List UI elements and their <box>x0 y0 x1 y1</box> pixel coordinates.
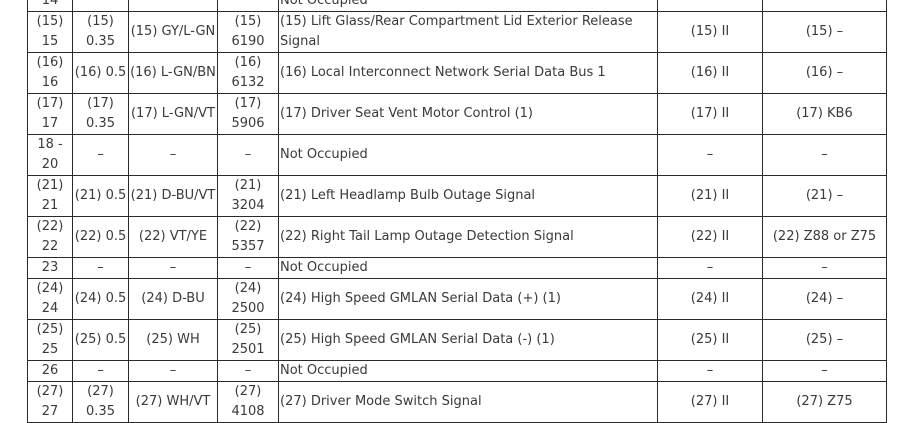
wire-size-cell: (21) 0.5 <box>72 175 129 217</box>
pin-cell: 23 <box>27 257 73 279</box>
function-cell: (22) Right Tail Lamp Outage Detection Si… <box>278 216 658 258</box>
pin-cell: (27) 27 <box>27 381 73 423</box>
pin-cell: 14 <box>27 0 73 12</box>
function-cell: (17) Driver Seat Vent Motor Control (1) <box>278 93 658 135</box>
table-row: (27) 27(27) 0.35(27) WH/VT(27) 4108(27) … <box>27 381 887 423</box>
circuit-cell: (22) 5357 <box>217 216 279 258</box>
wire-size-cell: (22) 0.5 <box>72 216 129 258</box>
circuit-cell: (27) 4108 <box>217 381 279 423</box>
wire-size-cell: (24) 0.5 <box>72 278 129 320</box>
pin-cell: 18 - 20 <box>27 134 73 176</box>
function-cell: Not Occupied <box>278 257 658 279</box>
wire-size-cell: – <box>72 360 129 382</box>
function-cell: (24) High Speed GMLAN Serial Data (+) (1… <box>278 278 658 320</box>
option-cell: (15) – <box>762 11 887 53</box>
wire-color-cell: (24) D-BU <box>128 278 218 320</box>
option-cell: (27) Z75 <box>762 381 887 423</box>
terminal-type-cell: – <box>657 257 763 279</box>
wire-color-cell: – <box>128 257 218 279</box>
pin-cell: (22) 22 <box>27 216 73 258</box>
wire-color-cell: – <box>128 360 218 382</box>
option-cell: (17) KB6 <box>762 93 887 135</box>
table-row: 14 Not Occupied <box>27 0 887 12</box>
circuit-cell: (17) 5906 <box>217 93 279 135</box>
circuit-cell <box>217 0 279 12</box>
table-row: 26–––Not Occupied–– <box>27 360 887 382</box>
option-cell: (21) – <box>762 175 887 217</box>
terminal-type-cell <box>657 0 763 12</box>
table-row: (24) 24(24) 0.5(24) D-BU(24) 2500(24) Hi… <box>27 278 887 320</box>
wire-size-cell: (17) 0.35 <box>72 93 129 135</box>
function-cell: Not Occupied <box>278 360 658 382</box>
pin-cell: (15) 15 <box>27 11 73 53</box>
circuit-cell: – <box>217 257 279 279</box>
table-row: (21) 21(21) 0.5(21) D-BU/VT(21) 3204(21)… <box>27 175 887 217</box>
wire-color-cell: (15) GY/L-GN <box>128 11 218 53</box>
function-cell: (16) Local Interconnect Network Serial D… <box>278 52 658 94</box>
option-cell: (22) Z88 or Z75 <box>762 216 887 258</box>
pin-cell: (25) 25 <box>27 319 73 361</box>
option-cell <box>762 0 887 12</box>
wire-size-cell <box>72 0 129 12</box>
pin-cell: (24) 24 <box>27 278 73 320</box>
wire-color-cell: (22) VT/YE <box>128 216 218 258</box>
function-cell: (25) High Speed GMLAN Serial Data (-) (1… <box>278 319 658 361</box>
circuit-cell: (16) 6132 <box>217 52 279 94</box>
option-cell: (24) – <box>762 278 887 320</box>
wire-size-cell: (25) 0.5 <box>72 319 129 361</box>
table-row: 18 - 20–––Not Occupied–– <box>27 134 887 176</box>
terminal-type-cell: (21) II <box>657 175 763 217</box>
circuit-cell: (15) 6190 <box>217 11 279 53</box>
wire-color-cell: (17) L-GN/VT <box>128 93 218 135</box>
table-row: (25) 25(25) 0.5(25) WH(25) 2501(25) High… <box>27 319 887 361</box>
terminal-type-cell: (24) II <box>657 278 763 320</box>
circuit-cell: – <box>217 134 279 176</box>
wire-size-cell: (15) 0.35 <box>72 11 129 53</box>
wire-color-cell <box>128 0 218 12</box>
circuit-cell: (24) 2500 <box>217 278 279 320</box>
circuit-cell: – <box>217 360 279 382</box>
wire-color-cell: (16) L-GN/BN <box>128 52 218 94</box>
option-cell: (16) – <box>762 52 887 94</box>
pin-cell: (17) 17 <box>27 93 73 135</box>
option-cell: – <box>762 257 887 279</box>
option-cell: – <box>762 360 887 382</box>
wire-size-cell: (27) 0.35 <box>72 381 129 423</box>
circuit-cell: (25) 2501 <box>217 319 279 361</box>
circuit-cell: (21) 3204 <box>217 175 279 217</box>
terminal-type-cell: (17) II <box>657 93 763 135</box>
terminal-type-cell: – <box>657 134 763 176</box>
terminal-type-cell: (16) II <box>657 52 763 94</box>
function-cell: Not Occupied <box>278 0 658 12</box>
wire-color-cell: (25) WH <box>128 319 218 361</box>
wire-size-cell: – <box>72 257 129 279</box>
table-row: (17) 17(17) 0.35(17) L-GN/VT(17) 5906(17… <box>27 93 887 135</box>
function-cell: (27) Driver Mode Switch Signal <box>278 381 658 423</box>
terminal-type-cell: (27) II <box>657 381 763 423</box>
pin-cell: 26 <box>27 360 73 382</box>
terminal-type-cell: (25) II <box>657 319 763 361</box>
table-row: (16) 16(16) 0.5(16) L-GN/BN(16) 6132(16)… <box>27 52 887 94</box>
wire-size-cell: – <box>72 134 129 176</box>
pin-cell: (21) 21 <box>27 175 73 217</box>
wire-color-cell: (27) WH/VT <box>128 381 218 423</box>
function-cell: Not Occupied <box>278 134 658 176</box>
wire-color-cell: (21) D-BU/VT <box>128 175 218 217</box>
wire-size-cell: (16) 0.5 <box>72 52 129 94</box>
function-cell: (15) Lift Glass/Rear Compartment Lid Ext… <box>278 11 658 53</box>
terminal-type-cell: (22) II <box>657 216 763 258</box>
wire-color-cell: – <box>128 134 218 176</box>
option-cell: (25) – <box>762 319 887 361</box>
function-cell: (21) Left Headlamp Bulb Outage Signal <box>278 175 658 217</box>
table-row: (22) 22(22) 0.5(22) VT/YE(22) 5357(22) R… <box>27 216 887 258</box>
table-row: (15) 15(15) 0.35(15) GY/L-GN(15) 6190(15… <box>27 11 887 53</box>
pin-cell: (16) 16 <box>27 52 73 94</box>
terminal-type-cell: – <box>657 360 763 382</box>
table-row: 23–––Not Occupied–– <box>27 257 887 279</box>
terminal-type-cell: (15) II <box>657 11 763 53</box>
option-cell: – <box>762 134 887 176</box>
